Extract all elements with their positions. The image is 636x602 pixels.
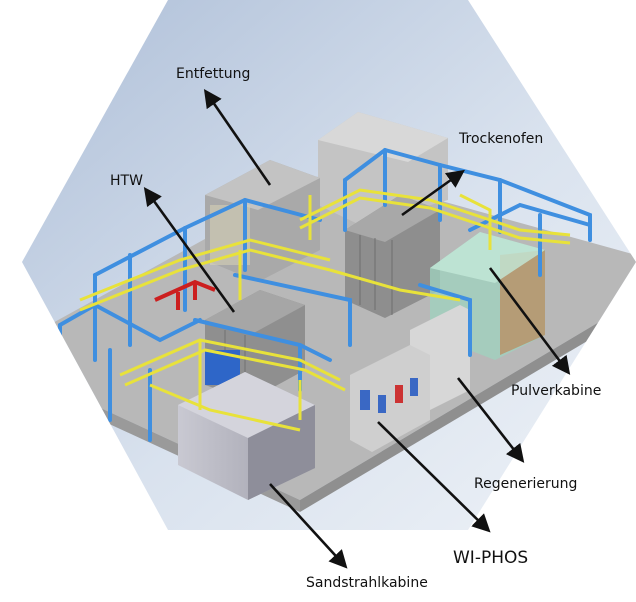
arrow-regenerierung <box>456 377 525 463</box>
arrow-sandstrahlkabine <box>269 483 348 569</box>
arrow-trockenofen <box>401 169 465 217</box>
arrow-wiphos <box>377 421 491 533</box>
arrow-htw <box>143 187 236 313</box>
label-wiphos: WI-PHOS <box>453 548 528 568</box>
steel-frames <box>58 147 592 442</box>
arrow-pulverkabine <box>488 267 571 375</box>
regenerierung-unit <box>350 305 470 452</box>
label-entfettung: Entfettung <box>176 66 250 82</box>
label-pulverkabine: Pulverkabine <box>511 383 601 399</box>
label-sandstrahlkabine: Sandstrahlkabine <box>306 575 428 591</box>
label-regenerierung: Regenerierung <box>474 476 577 492</box>
plant-model <box>40 112 636 512</box>
label-trockenofen: Trockenofen <box>458 131 543 147</box>
arrow-entfettung <box>203 89 272 186</box>
red-pipes <box>154 279 216 310</box>
callout-arrows <box>143 89 571 569</box>
pipe-network <box>79 188 571 432</box>
label-htw: HTW <box>110 173 143 189</box>
